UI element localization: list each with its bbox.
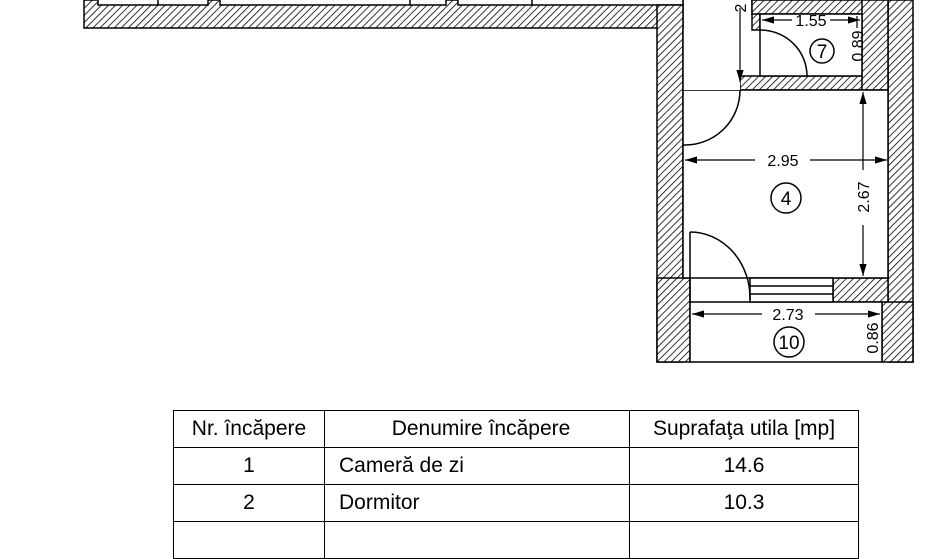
cell-usable-area (629, 521, 859, 559)
table-row: 1 Cameră de zi 14.6 (173, 447, 859, 485)
door-room-7 (759, 29, 808, 77)
room-10-width: 2.73 (772, 307, 803, 324)
table-header-row: Nr. încăpere Denumire încăpere Suprafaţa… (173, 410, 859, 448)
steps (749, 277, 834, 303)
cell-usable-area: 14.6 (629, 447, 859, 485)
header-room-number: Nr. încăpere (173, 410, 325, 448)
cell-room-name: Dormitor (324, 484, 630, 522)
room-area-table: Nr. încăpere Denumire încăpere Suprafaţa… (173, 410, 859, 559)
room-4-number: 4 (781, 189, 792, 210)
room-10-number: 10 (778, 333, 799, 354)
partial-dimension-label: 2 (733, 3, 750, 12)
room-7-width: 1.55 (795, 13, 826, 30)
floor-plan: 2 1.55 0.89 7 2.95 2.67 4 2.73 0.86 10 (83, 0, 914, 363)
room-10-height: 0.86 (865, 322, 882, 353)
room-4-height: 2.67 (856, 181, 873, 212)
door-room-10 (689, 231, 751, 301)
cell-room-number: 1 (173, 447, 325, 485)
cell-room-name: Cameră de zi (324, 447, 630, 485)
cell-room-number: 2 (173, 484, 325, 522)
cell-usable-area: 10.3 (629, 484, 859, 522)
room-7-height: 0.89 (850, 30, 867, 61)
door-room-4 (682, 89, 741, 146)
room-7-number: 7 (817, 42, 828, 63)
room-4-width: 2.95 (767, 153, 798, 170)
header-usable-area: Suprafaţa utila [mp] (629, 410, 859, 448)
header-room-name: Denumire încăpere (324, 410, 630, 448)
table-row (173, 521, 859, 559)
table-row: 2 Dormitor 10.3 (173, 484, 859, 522)
cell-room-name (324, 521, 630, 559)
cell-room-number (173, 521, 325, 559)
